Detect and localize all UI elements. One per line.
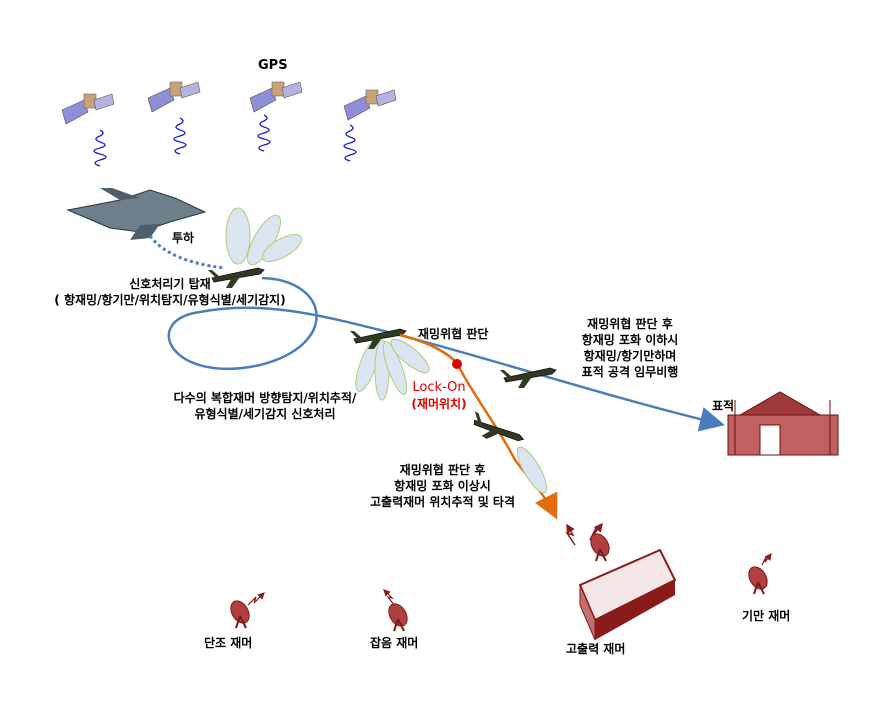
tone-jammer-label: 단조 재머 <box>204 636 253 650</box>
lock-on-label: Lock-On (재머위치) <box>404 380 474 412</box>
above-saturation-label: 재밍위협 판단 후 항재밍 포화 이상시 고출력재머 위치추적 및 타격 <box>360 462 525 510</box>
threat-judge-label: 재밍위협 판단 <box>418 327 489 341</box>
text-line: 항재밍 포화 이상시 <box>394 479 491 493</box>
lock-on-sub: (재머위치) <box>411 397 467 411</box>
drop-path <box>148 235 226 270</box>
flight-path <box>167 276 725 432</box>
target-building-icon <box>727 391 839 456</box>
beam-pattern <box>225 207 303 266</box>
gps-satellite-icon <box>343 89 397 162</box>
high-power-jammer-label: 고출력 재머 <box>566 642 626 656</box>
gps-satellite-icon <box>147 81 201 155</box>
lock-on-point <box>452 359 462 369</box>
text-line: 항재밍 포화 이하시 <box>581 333 679 347</box>
noise-jammer-icon <box>383 589 412 632</box>
uav-icon <box>465 409 526 456</box>
processor-line: 신호처리기 탑재 <box>129 277 211 291</box>
lock-on-text: Lock-On <box>412 380 466 395</box>
below-saturation-label: 재밍위협 판단 후 항재밍 포화 이하시 항재밍/항기만하며 표적 공격 임무비… <box>570 316 690 380</box>
multi-jammer-label: 다수의 복합재머 방향탐지/위치추적/ 유형식별/세기감지 신호처리 <box>160 390 370 422</box>
text-line: 표적 공격 임무비행 <box>581 365 679 379</box>
gps-satellite-icon <box>249 81 303 152</box>
target-label: 표적 <box>712 399 735 413</box>
gps-label: GPS <box>258 58 288 73</box>
multi-jammer-line: 다수의 복합재머 방향탐지/위치추적/ <box>173 391 357 405</box>
processor-line: ( 항재밍/항기만/위치탐지/유형식별/세기감지) <box>54 293 286 307</box>
noise-jammer-label: 잡음 재머 <box>370 636 419 650</box>
text-line: 항재밍/항기만하며 <box>583 349 677 363</box>
beam-pattern <box>355 338 430 401</box>
processor-label: 신호처리기 탑재 ( 항재밍/항기만/위치탐지/유형식별/세기감지) <box>50 276 290 308</box>
high-power-jammer-icon <box>565 522 677 641</box>
text-line: 고출력재머 위치추적 및 타격 <box>369 495 515 509</box>
text-line: 재밍위협 판단 후 <box>587 317 673 331</box>
text-line: 재밍위협 판단 후 <box>399 463 486 477</box>
fighter-jet-icon <box>66 188 207 240</box>
drop-label: 투하 <box>172 231 195 245</box>
multi-jammer-line: 유형식별/세기감지 신호처리 <box>194 407 336 421</box>
deception-jammer-icon <box>744 553 772 595</box>
deception-jammer-label: 기만 재머 <box>742 609 791 623</box>
tone-jammer-icon <box>226 592 265 629</box>
beam-pattern <box>516 446 548 494</box>
gps-satellite-icon <box>61 93 115 167</box>
